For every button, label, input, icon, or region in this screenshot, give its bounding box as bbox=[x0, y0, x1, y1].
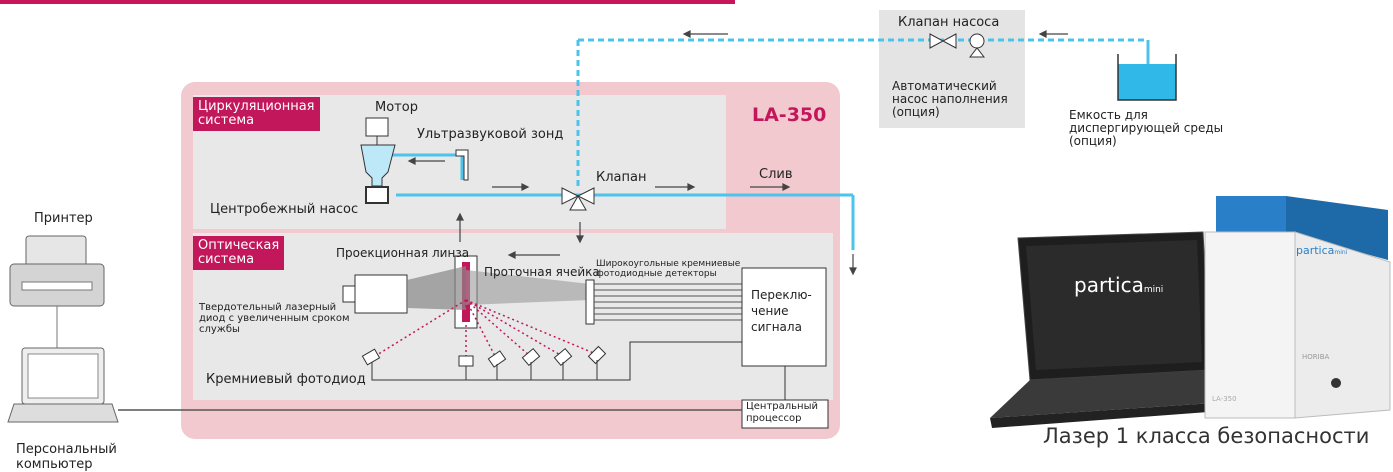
pc-label-line2: компьютер bbox=[16, 457, 93, 472]
device-badge: HORIBA bbox=[1302, 353, 1330, 361]
ultrasonic-probe-label: Ультразвуковой зонд bbox=[417, 127, 564, 142]
caption: Лазер 1 класса безопасности bbox=[1043, 424, 1370, 448]
top-rule bbox=[0, 0, 735, 4]
pump-valve-label: Клапан насоса bbox=[898, 15, 1000, 30]
flow-cell-label: Проточная ячейка bbox=[484, 265, 600, 279]
motor-label: Мотор bbox=[375, 100, 418, 115]
drain-label: Слив bbox=[759, 167, 793, 182]
optical-area bbox=[193, 233, 833, 400]
device-brand-logo: particamini bbox=[1296, 244, 1348, 257]
centrifugal-pump-label: Центробежный насос bbox=[210, 202, 359, 217]
pc-label-line1: Персональный bbox=[16, 442, 117, 457]
valve-label: Клапан bbox=[596, 170, 647, 185]
projection-lens-label: Проекционная линза bbox=[336, 246, 470, 260]
printer-label: Принтер bbox=[34, 211, 93, 226]
pump-box bbox=[879, 10, 1025, 128]
device-model-text: LA-350 bbox=[1212, 395, 1237, 403]
la350-title: LA-350 bbox=[752, 104, 827, 126]
laptop-brand-logo: particamini bbox=[1074, 273, 1164, 297]
silicon-photodiode-label: Кремниевый фотодиод bbox=[206, 372, 366, 387]
